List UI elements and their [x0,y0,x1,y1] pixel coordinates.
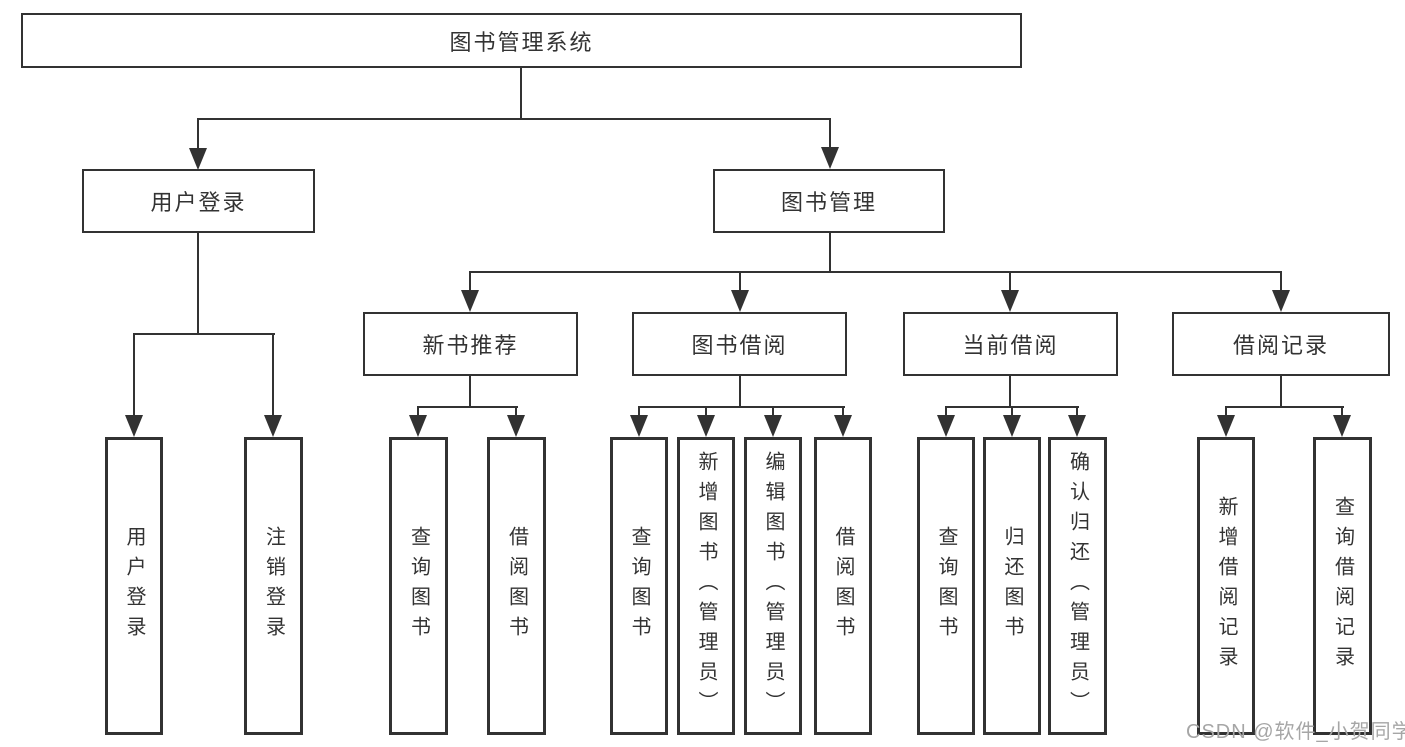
connector-user-login-bar [133,333,275,335]
node-query-books-current: 查询图书 [917,437,975,735]
connector-new-book-stem [469,376,471,407]
node-borrow-books: 借阅图书 [814,437,872,735]
arrow-down-icon [1272,290,1290,312]
arrow-down-icon [1333,415,1351,437]
arrow-down-icon [764,415,782,437]
node-book-mgmt: 图书管理 [713,169,945,233]
node-root-label: 图书管理系统 [449,29,594,55]
leaf-label: 归还图书 [1001,526,1023,646]
node-logout-action: 注销登录 [244,437,303,735]
connector-book-borrow-bar [638,406,845,408]
leaf-label: 新增图书（管理员） [695,451,717,721]
arrow-down-icon [821,147,839,169]
node-current-borrow: 当前借阅 [903,312,1118,376]
connector-level1-bar [197,118,831,120]
node-confirm-return-admin: 确认归还（管理员） [1048,437,1107,735]
node-new-book-recommend-label: 新书推荐 [422,333,519,358]
connector-line [1009,271,1011,293]
node-user-login-label: 用户登录 [150,190,247,215]
leaf-label: 注销登录 [262,526,285,646]
node-root: 图书管理系统 [21,13,1022,68]
connector-borrow-records-bar [1225,406,1344,408]
arrow-down-icon [1003,415,1021,437]
connector-user-login-stem [197,233,199,335]
node-book-borrow-label: 图书借阅 [691,333,788,358]
node-user-login: 用户登录 [82,169,315,233]
node-return-books: 归还图书 [983,437,1041,735]
node-user-login-action: 用户登录 [105,437,163,735]
connector-line [638,406,640,417]
connector-line [133,333,135,418]
leaf-label: 用户登录 [123,526,145,646]
leaf-label: 借阅图书 [505,526,528,646]
arrow-down-icon [189,148,207,170]
connector-new-book-bar [417,406,518,408]
node-borrow-records-label: 借阅记录 [1232,333,1329,358]
arrow-down-icon [937,415,955,437]
connector-line [272,333,274,418]
connector-book-mgmt-stem [829,233,831,273]
connector-root-stem [520,68,522,119]
leaf-label: 借阅图书 [832,526,854,646]
arrow-down-icon [1068,415,1086,437]
leaf-label: 查询图书 [407,526,430,646]
connector-line [945,406,947,417]
connector-level2-bar [469,271,1282,273]
connector-current-borrow-stem [1009,376,1011,407]
node-add-borrow-record: 新增借阅记录 [1197,437,1255,735]
node-new-book-recommend: 新书推荐 [363,312,578,376]
arrow-down-icon [125,415,143,437]
leaf-label: 查询借阅记录 [1331,496,1354,676]
arrow-down-icon [1217,415,1235,437]
leaf-label: 确认归还（管理员） [1066,451,1089,721]
leaf-label: 查询图书 [935,526,957,646]
connector-borrow-records-stem [1280,376,1282,407]
node-add-book-admin: 新增图书（管理员） [677,437,735,735]
connector-line [469,271,471,293]
node-borrow-books-recommend: 借阅图书 [487,437,546,735]
arrow-down-icon [834,415,852,437]
arrow-down-icon [1001,290,1019,312]
node-query-books-borrow: 查询图书 [610,437,668,735]
connector-line [1341,406,1343,417]
leaf-label: 查询图书 [628,526,650,646]
csdn-watermark: CSDN @软件_小贺同学 [1186,721,1405,743]
leaf-label: 新增借阅记录 [1215,496,1237,676]
node-borrow-records: 借阅记录 [1172,312,1390,376]
arrow-down-icon [264,415,282,437]
connector-user-login-drop [197,118,199,151]
arrow-down-icon [461,290,479,312]
connector-book-mgmt-drop [829,118,831,151]
connector-line [417,406,419,417]
connector-line [739,271,741,293]
arrow-down-icon [630,415,648,437]
arrow-down-icon [697,415,715,437]
connector-line [1280,271,1282,293]
node-book-mgmt-label: 图书管理 [780,190,877,215]
connector-line [1076,406,1078,417]
node-query-borrow-record: 查询借阅记录 [1313,437,1372,735]
node-book-borrow: 图书借阅 [632,312,847,376]
leaf-label: 编辑图书（管理员） [762,451,784,721]
connector-line [842,406,844,417]
arrow-down-icon [409,415,427,437]
connector-line [1225,406,1227,417]
node-current-borrow-label: 当前借阅 [962,333,1059,358]
node-query-books-recommend: 查询图书 [389,437,448,735]
connector-line [772,406,774,417]
arrow-down-icon [507,415,525,437]
connector-line [1011,406,1013,417]
connector-line [705,406,707,417]
connector-line [515,406,517,417]
node-edit-book-admin: 编辑图书（管理员） [744,437,802,735]
arrow-down-icon [731,290,749,312]
connector-book-borrow-stem [739,376,741,407]
